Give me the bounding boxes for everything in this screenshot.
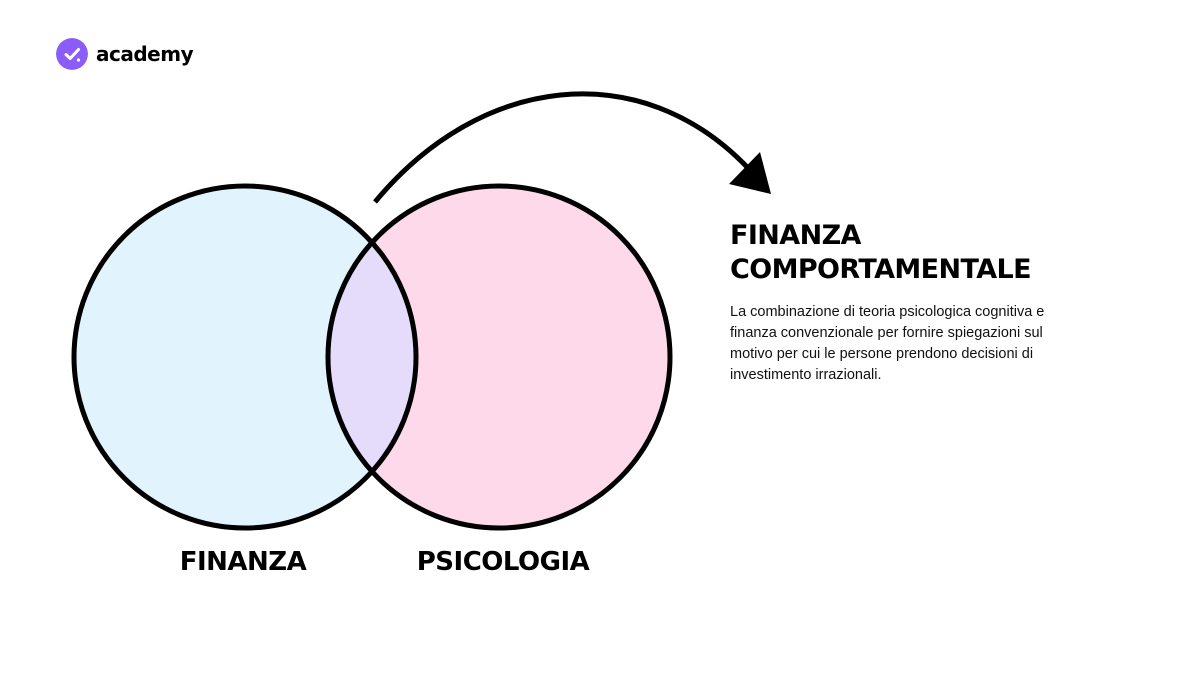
concept-description: La combinazione di teoria psicologica co… xyxy=(730,304,1045,383)
venn-label-psicologia: PSICOLOGIA xyxy=(416,547,590,577)
brand-logo: academy xyxy=(56,38,194,70)
venn-outline-right xyxy=(325,183,673,531)
venn-circle-psicologia xyxy=(328,186,670,528)
brand-name: academy xyxy=(96,42,194,66)
venn-label-finanza: FINANZA xyxy=(179,547,307,577)
venn-circle-finanza xyxy=(74,186,416,528)
curved-arrow-icon xyxy=(373,91,771,204)
checkmark-badge-icon xyxy=(56,38,88,70)
concept-title: FINANZA COMPORTAMENTALE xyxy=(730,220,1032,285)
venn-outline-left xyxy=(71,183,419,531)
